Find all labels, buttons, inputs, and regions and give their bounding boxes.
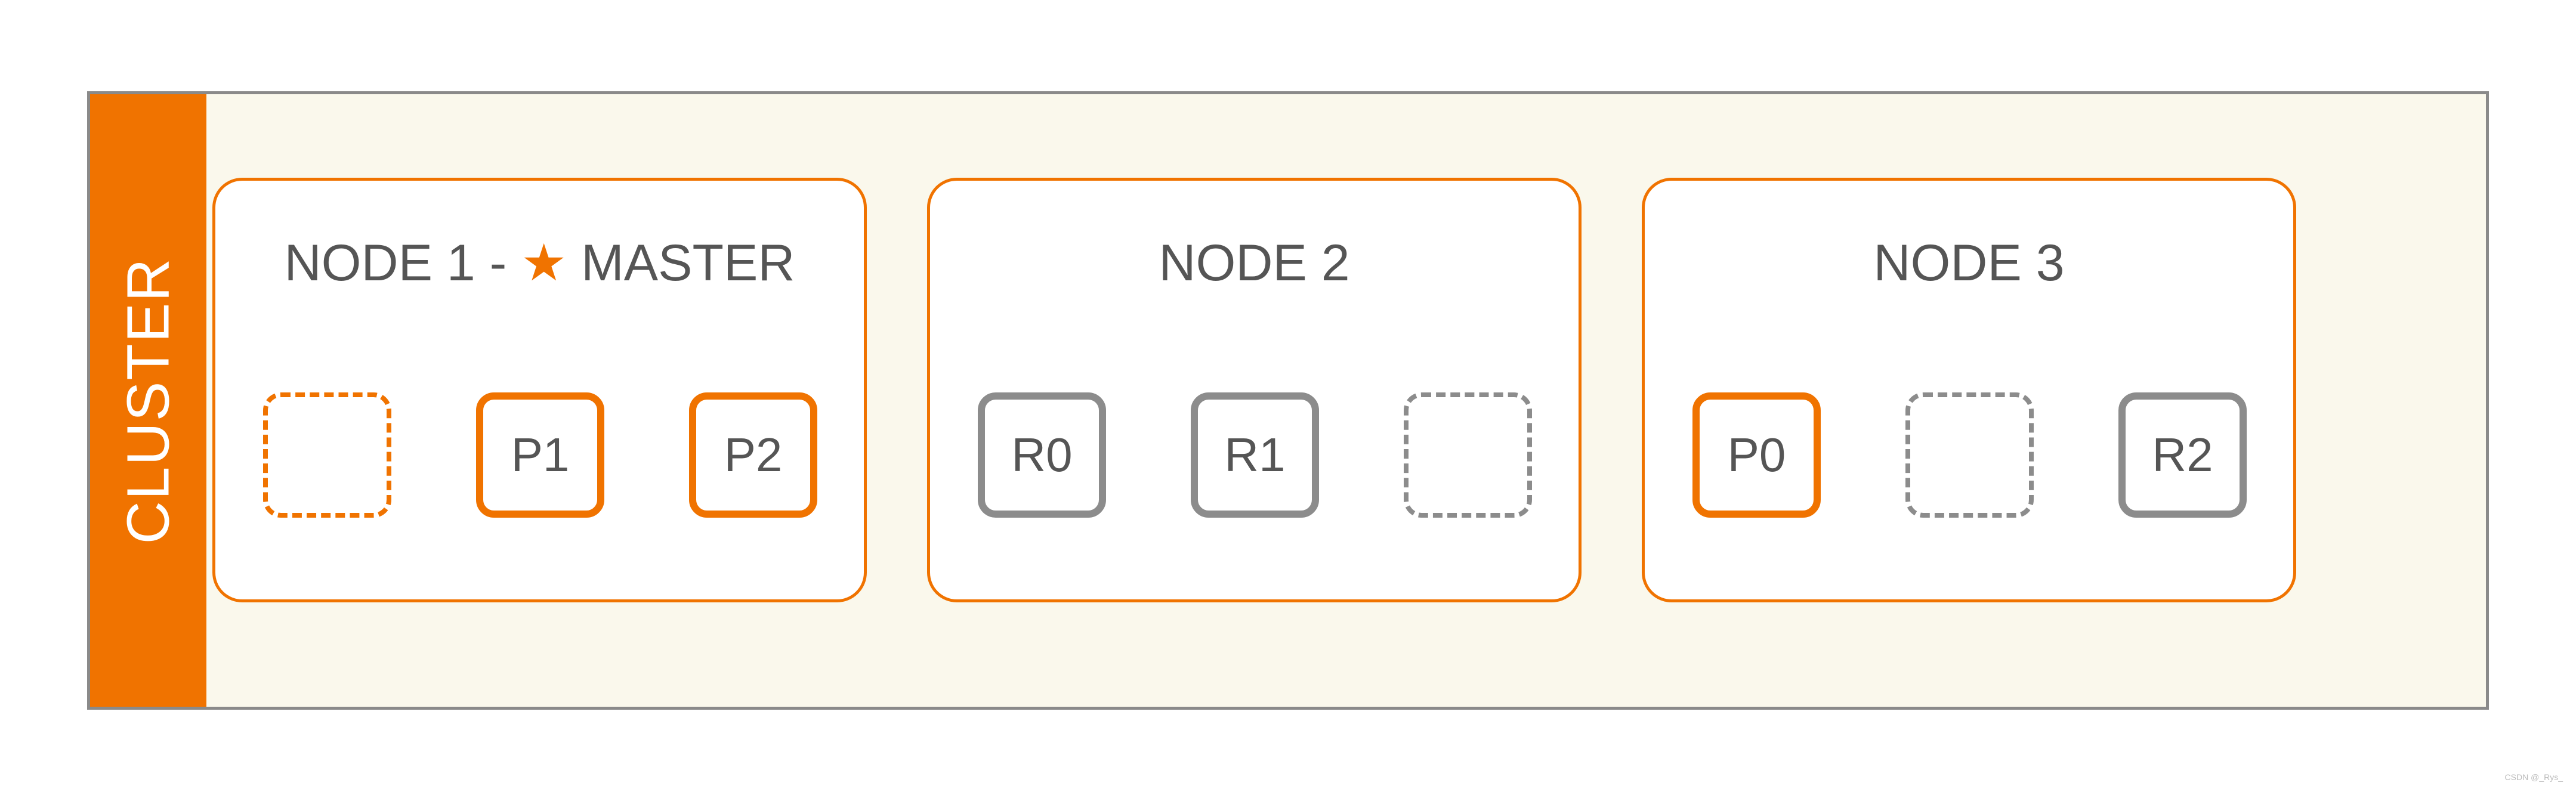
shard-slot-empty xyxy=(263,392,391,518)
master-star-icon: ★ xyxy=(521,233,567,293)
cluster-label: CLUSTER xyxy=(115,257,181,544)
shard-replica-r0: R0 xyxy=(978,392,1106,518)
shard-replica-r2: R2 xyxy=(2118,392,2247,518)
shard-replica-r1: R1 xyxy=(1191,392,1319,518)
shard-slot-empty xyxy=(1404,392,1532,518)
shard-primary-p2: P2 xyxy=(689,392,817,518)
shard-primary-p0: P0 xyxy=(1692,392,1821,518)
node-1-title-prefix: NODE 1 - xyxy=(284,234,521,292)
shard-slot-empty xyxy=(1905,392,2034,518)
node-3: NODE 3 P0 R2 xyxy=(1642,178,2296,602)
watermark: CSDN @_Rys_ xyxy=(2504,772,2563,782)
cluster-band: CLUSTER xyxy=(90,94,206,707)
node-1-title-suffix: MASTER xyxy=(567,234,795,292)
node-2: NODE 2 R0 R1 xyxy=(927,178,1582,602)
shard-primary-p1: P1 xyxy=(476,392,604,518)
node-1: NODE 1 - ★ MASTER P1 P2 xyxy=(212,178,867,602)
node-1-title: NODE 1 - ★ MASTER xyxy=(215,237,864,289)
node-3-title: NODE 3 xyxy=(1873,234,2065,292)
node-2-title: NODE 2 xyxy=(1159,234,1350,292)
